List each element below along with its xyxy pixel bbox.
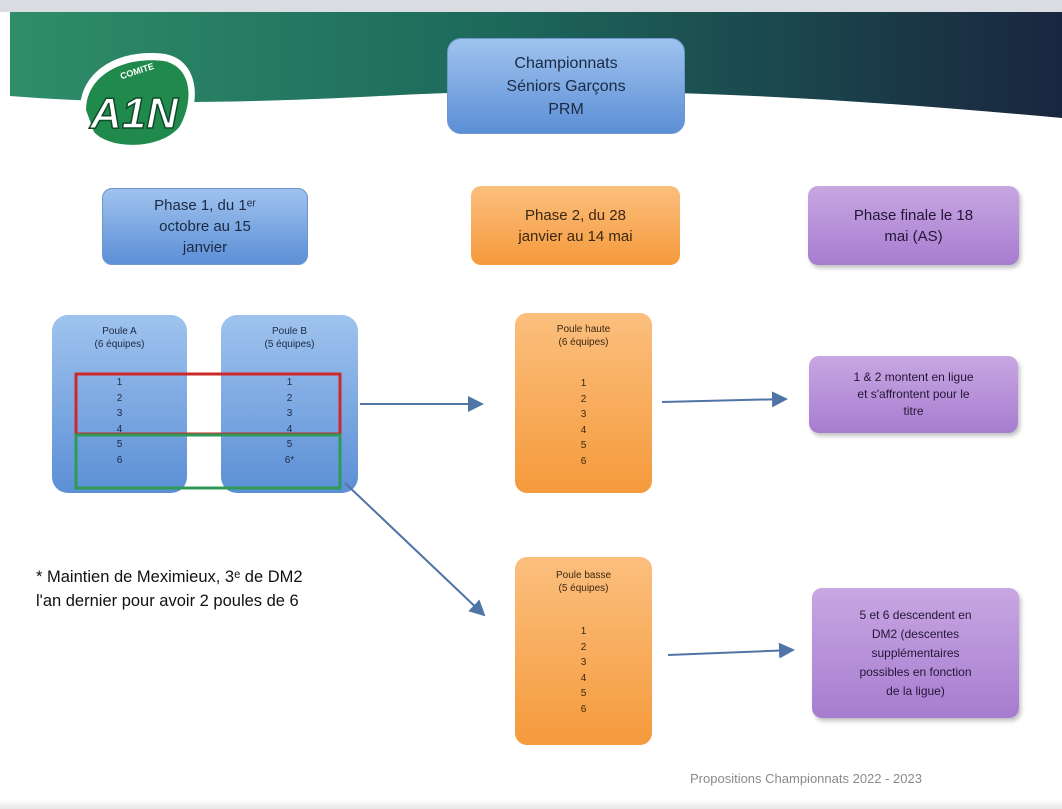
poule-b-rank: 4 — [286, 423, 293, 435]
outcome-top-line: titre — [903, 404, 924, 418]
phase-1-line-1: Phase 1, du 1ᵉʳ — [154, 197, 256, 214]
outcome-top-line: et s'affrontent pour le — [857, 387, 970, 401]
arrow-to-poule-basse — [344, 482, 486, 617]
outcome-bottom-line: de la ligue) — [886, 683, 945, 698]
arrow-to-outcome-top — [661, 391, 788, 408]
outcome-bottom-line: supplémentaires — [871, 645, 960, 660]
phase-1-box: Phase 1, du 1ᵉʳ octobre au 15 janvier — [102, 188, 308, 265]
poule-b-rank: 1 — [286, 377, 293, 388]
outcome-bottom-line: DM2 (descentes — [871, 626, 960, 641]
phase-finale-line-2: mai (AS) — [884, 227, 943, 245]
outcome-bottom-line: 5 et 6 descendent en — [859, 607, 972, 622]
poule-haute-rank: 6 — [580, 455, 587, 467]
poule-basse-rank: 3 — [580, 657, 587, 668]
outcome-bottom-line: possibles en fonction — [859, 664, 972, 679]
footnote-line-1: * Maintien de Meximieux, 3ᵉ de DM2 — [36, 568, 303, 586]
footnote: * Maintien de Meximieux, 3ᵉ de DM2 l'an … — [36, 565, 406, 613]
poule-a-subtitle: (6 équipes) — [94, 339, 145, 350]
phase-2-line-2: janvier au 14 mai — [518, 227, 633, 245]
title-line-2: Séniors Garçons — [506, 77, 626, 95]
footnote-line-2: l'an dernier pour avoir 2 poules de 6 — [36, 592, 299, 610]
phase-2-box: Phase 2, du 28 janvier au 14 mai — [471, 186, 680, 265]
bottom-three-frame — [74, 433, 342, 490]
poule-haute-rank: 5 — [580, 440, 587, 451]
outcome-bottom-box: 5 et 6 descendent en DM2 (descentes supp… — [812, 588, 1019, 718]
poule-basse-subtitle: (5 équipes) — [558, 583, 609, 594]
poule-b-rank: 3 — [286, 408, 293, 419]
poule-b-rank: 6* — [284, 454, 295, 466]
outcome-top-line: 1 & 2 montent en ligue — [853, 370, 974, 384]
poule-haute-rank: 2 — [580, 393, 587, 405]
outcome-top-box: 1 & 2 montent en ligue et s'affrontent p… — [809, 356, 1018, 433]
poule-a-rank: 5 — [116, 439, 123, 450]
poule-basse-rank: 1 — [580, 626, 587, 637]
poule-a-title: Poule A — [102, 326, 137, 337]
poule-b-title: Poule B — [271, 326, 308, 337]
svg-text:A1N: A1N — [89, 89, 179, 138]
footer-text: Propositions Championnats 2022 - 2023 — [690, 771, 922, 786]
poule-basse-rank: 2 — [580, 641, 587, 653]
poule-haute-rank: 4 — [580, 424, 587, 436]
poule-haute-rank: 3 — [580, 409, 587, 420]
poule-b-box: Poule B (5 équipes) 1 2 3 4 5 6* — [221, 315, 358, 493]
poule-haute-subtitle: (6 équipes) — [558, 337, 609, 348]
phase-1-line-3: janvier — [182, 239, 228, 256]
poule-b-rank: 5 — [286, 439, 293, 450]
title-line-1: Championnats — [514, 54, 618, 72]
poule-haute-rank: 1 — [580, 378, 587, 389]
poule-b-subtitle: (5 équipes) — [264, 339, 315, 350]
title-line-3: PRM — [548, 100, 584, 118]
poule-a-rank: 6 — [116, 454, 123, 466]
poule-a-rank: 4 — [116, 423, 123, 435]
phase-finale-line-1: Phase finale le 18 — [853, 206, 974, 224]
poule-a-rank: 3 — [116, 408, 123, 419]
poule-haute-box: Poule haute (6 équipes) 1 2 3 4 5 6 — [515, 313, 652, 493]
bottom-divider — [0, 799, 1062, 809]
poule-b-rank: 2 — [286, 392, 293, 404]
poule-basse-box: Poule basse (5 équipes) 1 2 3 4 5 6 — [515, 557, 652, 745]
phase-2-line-1: Phase 2, du 28 — [525, 206, 626, 224]
poule-basse-title: Poule basse — [555, 570, 612, 581]
poule-a-rank: 1 — [116, 377, 123, 388]
poule-haute-title: Poule haute — [556, 324, 611, 335]
poule-basse-rank: 4 — [580, 672, 587, 684]
phase-finale-box: Phase finale le 18 mai (AS) — [808, 186, 1019, 265]
phase-1-line-2: octobre au 15 — [159, 218, 251, 235]
top-three-frame — [74, 372, 342, 436]
poule-basse-rank: 5 — [580, 688, 587, 699]
title-box: Championnats Séniors Garçons PRM — [447, 38, 685, 134]
a1n-basketball-logo: COMITE A1N BASKETBALL — [80, 53, 195, 158]
poule-basse-rank: 6 — [580, 703, 587, 715]
poule-a-rank: 2 — [116, 392, 123, 404]
arrow-to-outcome-bottom — [667, 642, 795, 659]
